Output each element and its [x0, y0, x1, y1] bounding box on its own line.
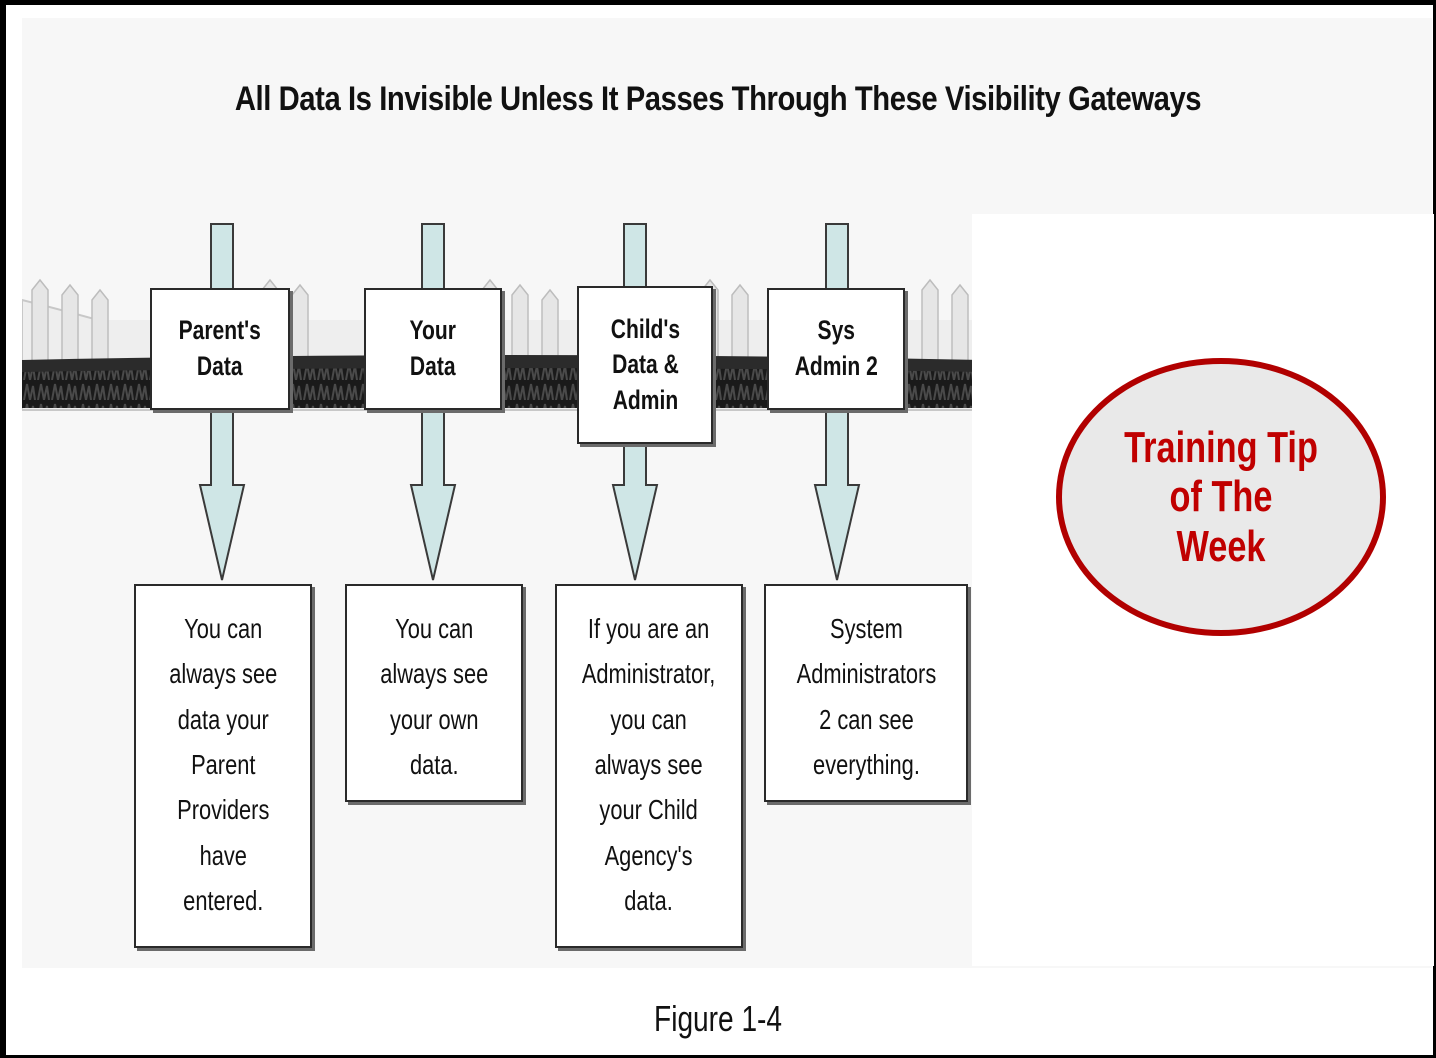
gateway-box-your-data: Your Data	[364, 288, 502, 410]
gateway-box-parents-data: Parent's Data	[150, 288, 290, 410]
figure-caption-text: Figure 1-4	[654, 998, 782, 1039]
description-box-your-data: You can always see your own data.	[345, 584, 523, 802]
description-box-sys-admin: System Administrators 2 can see everythi…	[764, 584, 968, 802]
description-text: You can always see data your Parent Prov…	[168, 613, 278, 917]
gateway-box-sys-admin: Sys Admin 2	[767, 288, 905, 410]
training-tip-text: Training Tip of The Week	[1124, 423, 1318, 571]
gateway-label: Your Data	[409, 315, 457, 381]
gateway-label: Child's Data & Admin	[610, 313, 680, 415]
description-text: System Administrators 2 can see everythi…	[796, 613, 936, 781]
gateway-label: Sys Admin 2	[794, 315, 878, 381]
figure-title: All Data Is Invisible Unless It Passes T…	[234, 80, 1202, 118]
description-box-childs-data: If you are an Administrator, you can alw…	[555, 584, 743, 948]
gateway-label: Parent's Data	[178, 315, 262, 381]
figure-caption: Figure 1-4	[0, 998, 1436, 1040]
training-tip-badge: Training Tip of The Week	[1056, 358, 1386, 636]
description-box-parents-data: You can always see data your Parent Prov…	[134, 584, 312, 948]
description-text: You can always see your own data.	[379, 613, 489, 781]
description-text: If you are an Administrator, you can alw…	[582, 613, 716, 917]
gateway-box-childs-data: Child's Data & Admin	[577, 286, 713, 444]
